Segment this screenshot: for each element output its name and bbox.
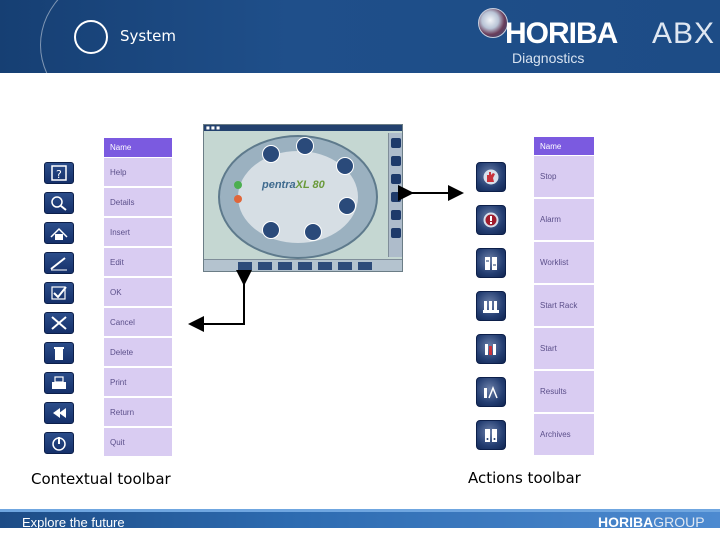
archives-icon[interactable] xyxy=(476,420,506,450)
footer-tagline: Explore the future xyxy=(22,515,125,530)
screen-title-bar: ■ ■ ■ xyxy=(204,125,402,131)
contextual-toolbar-label: Delete xyxy=(104,338,172,367)
screen-product-logo: pentraXL 80 xyxy=(262,179,325,191)
screen-bubble-icon[interactable] xyxy=(296,137,314,155)
help-icon[interactable]: ? xyxy=(44,162,74,184)
cancel-icon[interactable] xyxy=(44,312,74,334)
contextual-toolbar-label: Cancel xyxy=(104,308,172,337)
footer-brand-suffix: GROUP xyxy=(653,514,705,530)
insert-icon[interactable] xyxy=(44,222,74,244)
worklist-icon[interactable] xyxy=(476,248,506,278)
header-bar: System HORIBA ABX Diagnostics xyxy=(0,0,720,120)
stop-hand-icon[interactable] xyxy=(476,162,506,192)
brand-logo-suffix: ABX xyxy=(652,17,716,50)
contextual-toolbar-label: Quit xyxy=(104,428,172,457)
header-circle-icon xyxy=(74,20,108,54)
screen-logo-left: pentra xyxy=(262,179,296,191)
screen-bubble-icon[interactable] xyxy=(262,145,280,163)
actions-toolbar-label: Alarm xyxy=(534,199,594,241)
pentra-screen-preview: ■ ■ ■ pentraXL 80 xyxy=(203,124,403,272)
contextual-toolbar-label: OK xyxy=(104,278,172,307)
horiba-seal-logo xyxy=(478,8,508,38)
actions-toolbar-label: Results xyxy=(534,371,594,413)
delete-icon[interactable] xyxy=(44,342,74,364)
edit-icon[interactable] xyxy=(44,252,74,274)
screen-bubble-icon[interactable] xyxy=(304,223,322,241)
screen-bubble-icon[interactable] xyxy=(262,221,280,239)
brand-logo: HORIBA xyxy=(505,17,618,50)
contextual-toolbar-label: Insert xyxy=(104,218,172,247)
actions-toolbar-label: Start Rack xyxy=(534,285,594,327)
actions-toolbar-label: Worklist xyxy=(534,242,594,284)
contextual-toolbar-label: Help xyxy=(104,158,172,187)
actions-toolbar-label: Archives xyxy=(534,414,594,456)
contextual-toolbar-label: Details xyxy=(104,188,172,217)
screen-bubble-icon[interactable] xyxy=(338,197,356,215)
status-orange-dot xyxy=(234,195,242,203)
quit-icon[interactable] xyxy=(44,432,74,454)
start-rack-icon[interactable] xyxy=(476,291,506,321)
ok-icon[interactable] xyxy=(44,282,74,304)
details-icon[interactable] xyxy=(44,192,74,214)
contextual-toolbar-label: Edit xyxy=(104,248,172,277)
page-title: System xyxy=(120,27,176,45)
actions-toolbar-label: Stop xyxy=(534,156,594,198)
screen-logo-right: XL 80 xyxy=(295,179,325,191)
footer-brand-logo: HORIBAGROUP xyxy=(598,514,705,530)
screen-bubble-icon[interactable] xyxy=(336,157,354,175)
actions-toolbar-label: Start xyxy=(534,328,594,370)
brand-subtitle: Diagnostics xyxy=(512,50,585,66)
alarm-icon[interactable] xyxy=(476,205,506,235)
actions-toolbar-header: Name xyxy=(534,137,594,156)
svg-text:?: ? xyxy=(56,168,62,181)
return-icon[interactable] xyxy=(44,402,74,424)
print-icon[interactable] xyxy=(44,372,74,394)
start-icon[interactable] xyxy=(476,334,506,364)
contextual-toolbar-label: Print xyxy=(104,368,172,397)
footer-accent-line xyxy=(0,509,720,512)
contextual-toolbar-label: Return xyxy=(104,398,172,427)
screen-bottom-toolbar xyxy=(204,259,402,271)
status-green-dot xyxy=(234,181,242,189)
contextual-toolbar-caption: Contextual toolbar xyxy=(31,470,171,488)
actions-toolbar-caption: Actions toolbar xyxy=(468,469,581,487)
contextual-toolbar-header: Name xyxy=(104,138,172,158)
footer-bottom-strip xyxy=(0,528,720,540)
results-icon[interactable] xyxy=(476,377,506,407)
screen-side-toolbar xyxy=(388,133,402,257)
footer-brand: HORIBA xyxy=(598,514,654,530)
